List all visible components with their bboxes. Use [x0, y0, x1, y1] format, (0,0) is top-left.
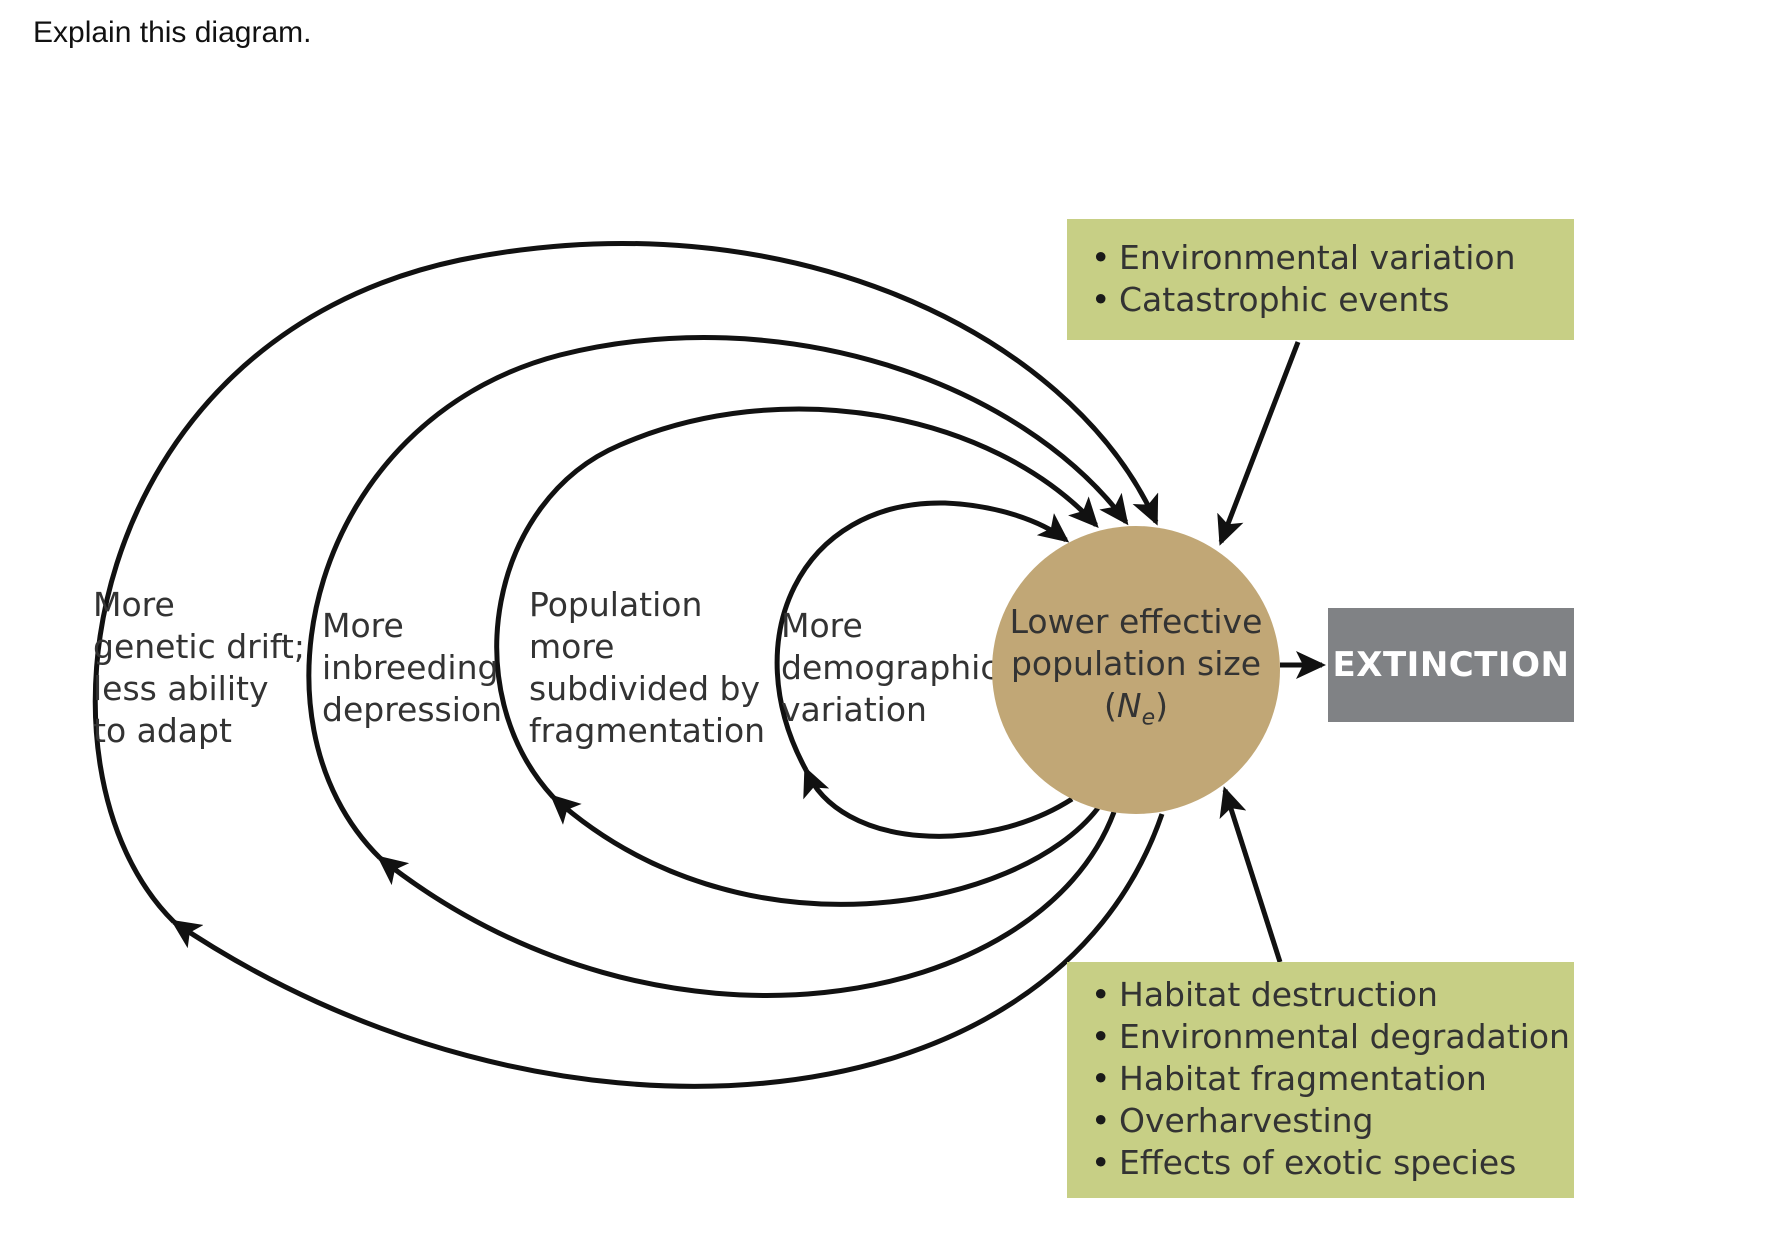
- bottom-factors-list: Habitat destruction Environmental degrad…: [1091, 974, 1574, 1184]
- loop-label-fragmentation: Population more subdivided by fragmentat…: [529, 585, 766, 750]
- symbol-close-paren: ): [1155, 685, 1168, 725]
- loop-demographic-variation: [774, 500, 1074, 839]
- loop-fragmentation-return-arc: [550, 794, 1100, 907]
- bottom-factor-item: Environmental degradation: [1091, 1016, 1574, 1058]
- arrow-bottom-factors-to-circle: [1219, 786, 1283, 963]
- loop-inbreeding-feed-arc: [306, 335, 1129, 860]
- bottom-factor-item: Habitat destruction: [1091, 974, 1574, 1016]
- loop-demographic-feed-arc: [774, 500, 1070, 772]
- circle-label-line2: population size: [1010, 643, 1262, 683]
- loop-label-genetic-drift: More genetic drift; less ability to adap…: [93, 585, 305, 750]
- top-factors-box: Environmental variation Catastrophic eve…: [1067, 219, 1574, 340]
- circle-symbol: (Ne): [1104, 685, 1168, 740]
- loop-demographic-return-arc: [803, 766, 1074, 839]
- bottom-factors-box: Habitat destruction Environmental degrad…: [1067, 962, 1574, 1198]
- symbol-open-paren: (: [1104, 685, 1117, 725]
- bottom-factor-item: Overharvesting: [1091, 1100, 1574, 1142]
- loop-fragmentation-feed-arc: [494, 406, 1099, 799]
- symbol-subscript-e: e: [1141, 705, 1156, 731]
- loop-genetic-drift: [92, 241, 1165, 1089]
- loop-label-demographic-variation: More demographic variation: [781, 606, 999, 729]
- loop-label-inbreeding-depression: More inbreeding depression: [322, 606, 503, 729]
- top-factors-list: Environmental variation Catastrophic eve…: [1091, 237, 1574, 321]
- symbol-n: N: [1116, 685, 1142, 725]
- extinction-box: EXTINCTION: [1328, 608, 1574, 722]
- circle-label-line1: Lower effective: [1009, 601, 1263, 641]
- question-text: Explain this diagram.: [33, 16, 312, 49]
- loop-inbreeding-return-arc: [376, 811, 1117, 998]
- loop-fragmentation: [494, 406, 1100, 907]
- arrow-top-factors-to-circle: [1217, 341, 1301, 546]
- loop-genetic-drift-return-arc: [170, 813, 1165, 1089]
- loop-inbreeding-depression: [306, 335, 1129, 998]
- top-factor-item: Catastrophic events: [1091, 279, 1574, 321]
- bottom-factor-item: Effects of exotic species: [1091, 1142, 1574, 1184]
- top-factor-item: Environmental variation: [1091, 237, 1574, 279]
- bottom-factor-item: Habitat fragmentation: [1091, 1058, 1574, 1100]
- effective-population-size-circle: Lower effective population size (Ne): [992, 526, 1280, 814]
- loop-genetic-drift-feed-arc: [92, 241, 1159, 924]
